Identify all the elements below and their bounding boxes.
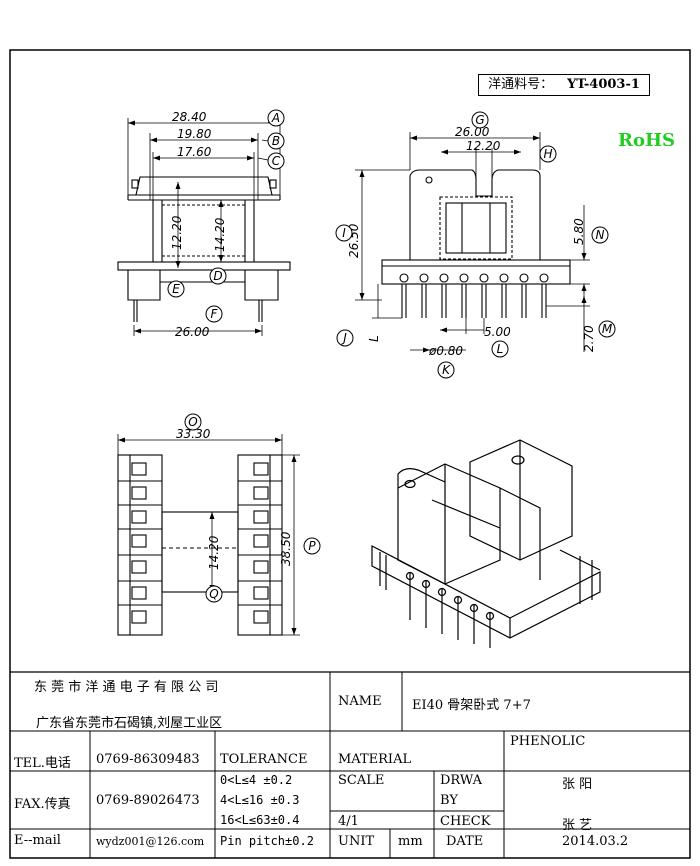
marker-n-icon: N [591, 226, 609, 244]
svg-text:O: O [188, 415, 197, 429]
company-name: 东 莞 市 洋 通 电 子 有 限 公 司 [34, 680, 219, 695]
dim-side-2-70: 2.70 [582, 325, 596, 352]
side-view-dim-text: 26.00 12.20 26.50 5.80 5.00 ø0.80 2.70 L [347, 125, 596, 358]
marker-j-icon: J [336, 329, 354, 347]
unit-value: mm [398, 834, 423, 849]
email-label: E--mail [14, 833, 61, 848]
marker-k-icon: K [437, 361, 455, 379]
svg-text:H: H [543, 147, 552, 161]
tel-label: TEL.电话 [14, 756, 71, 771]
name-value: EI40 骨架卧式 7+7 [412, 698, 531, 713]
svg-text:D: D [213, 269, 222, 283]
check-label: CHECK [440, 814, 491, 829]
svg-text:C: C [272, 154, 281, 168]
dim-side-26-00: 26.00 [455, 125, 490, 139]
svg-text:K: K [442, 363, 451, 377]
tolerance-line-2: 4<L≤16 ±0.3 [220, 793, 300, 807]
title-block-grid [10, 672, 690, 858]
dim-side-5-00: 5.00 [484, 325, 511, 339]
svg-text:Q: Q [209, 587, 218, 601]
svg-text:E: E [172, 282, 180, 296]
part-number-label: 洋通料号： [488, 77, 554, 92]
svg-text:M: M [602, 322, 613, 336]
isometric-view [371, 439, 601, 648]
bottom-view-dim-text: 33.30 14.20 38.50 [176, 427, 293, 570]
date-label: DATE [446, 834, 484, 849]
marker-l-icon: L [491, 340, 509, 358]
drawing-border [9, 49, 691, 859]
material-label: MATERIAL [338, 752, 412, 767]
tolerance-line-1: 0<L≤4 ±0.2 [220, 773, 293, 787]
email-value: wydz001@126.com [96, 835, 205, 848]
tel-value: 0769-86309483 [96, 752, 200, 767]
tolerance-line-4: Pin pitch±0.2 [220, 834, 314, 848]
marker-o-icon: O [184, 413, 202, 431]
dim-front-12-20: 12.20 [170, 215, 184, 250]
marker-m-icon: M [598, 320, 616, 338]
fax-label: FAX.传真 [14, 797, 71, 812]
dim-bottom-38-50: 38.50 [279, 531, 293, 566]
side-view-dims [355, 132, 590, 353]
svg-text:G: G [475, 113, 484, 127]
date-value: 2014.03.2 [562, 834, 629, 849]
tolerance-line-3: 16<L≤63±0.4 [220, 813, 300, 827]
marker-g-icon: G [471, 111, 489, 129]
marker-h-icon: H [539, 145, 557, 163]
marker-d-icon: D [209, 267, 227, 285]
circle-markers: A B C D E F G H I N J L K M O P Q [167, 109, 616, 603]
company-address: 广东省东莞市石碣镇,刘屋工业区 [36, 716, 223, 731]
dim-side-5-80: 5.80 [572, 218, 586, 245]
bottom-view-dims [117, 434, 300, 636]
drawn-by-label-2: BY [440, 793, 458, 808]
scale-label: SCALE [338, 773, 385, 788]
material-value: PHENOLIC [510, 734, 586, 749]
side-view [381, 169, 571, 318]
dim-front-19-80: 19.80 [177, 127, 212, 141]
front-view-dim-text: 28.40 19.80 17.60 12.20 14.20 26.00 [170, 110, 227, 339]
unit-label: UNIT [338, 834, 375, 849]
dim-bottom-33-30: 33.30 [176, 427, 211, 441]
tolerance-label: TOLERANCE [220, 752, 308, 767]
marker-c-icon: C [267, 152, 285, 170]
part-number-value: YT-4003-1 [567, 77, 640, 92]
front-view [117, 176, 291, 322]
scale-value: 4/1 [338, 814, 359, 829]
dim-side-pin-diameter: ø0.80 [428, 344, 463, 358]
svg-text:F: F [211, 307, 219, 321]
dim-side-pin-length: L [367, 335, 381, 342]
dim-front-28-40: 28.40 [172, 110, 207, 124]
marker-b-icon: B [267, 132, 285, 150]
drawn-by-label-1: DRWA [440, 773, 483, 788]
dim-front-26-00: 26.00 [175, 325, 210, 339]
svg-text:B: B [272, 134, 280, 148]
front-view-dims [127, 117, 281, 336]
svg-text:N: N [596, 228, 605, 242]
svg-text:A: A [271, 111, 280, 125]
marker-q-icon: Q [205, 585, 223, 603]
svg-text:J: J [341, 331, 347, 345]
marker-f-icon: F [205, 305, 223, 323]
dim-front-17-60: 17.60 [177, 145, 212, 159]
svg-text:P: P [308, 539, 316, 553]
svg-text:L: L [497, 342, 504, 356]
rohs-mark: RoHS [618, 130, 675, 151]
marker-i-icon: I [335, 224, 353, 242]
drawn-by-value: 张 阳 [562, 777, 593, 792]
name-label: NAME [338, 694, 382, 709]
dim-bottom-14-20: 14.20 [207, 535, 221, 570]
part-number-box: 洋通料号： YT-4003-1 [478, 74, 650, 96]
bottom-view [117, 454, 283, 636]
fax-value: 0769-89026473 [96, 793, 200, 808]
check-value: 张 艺 [562, 818, 593, 833]
dim-front-14-20: 14.20 [213, 217, 227, 252]
marker-p-icon: P [303, 537, 321, 555]
marker-a-icon: A [267, 109, 285, 127]
svg-text:I: I [342, 226, 346, 240]
dim-side-12-20: 12.20 [466, 139, 501, 153]
marker-e-icon: E [167, 280, 185, 298]
